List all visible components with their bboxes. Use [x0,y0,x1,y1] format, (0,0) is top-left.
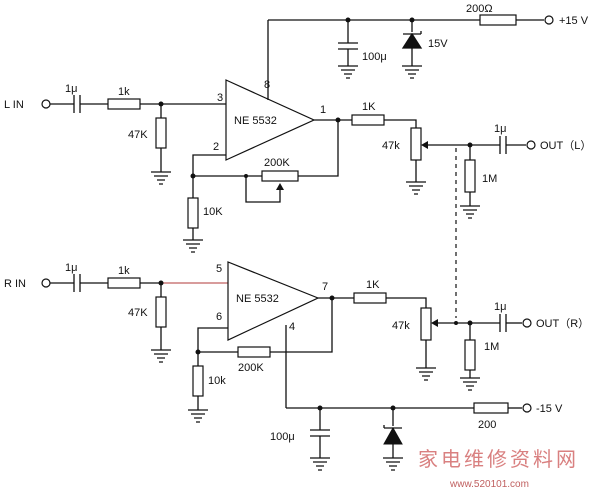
capacitor-input-left [73,95,81,113]
opamp-left [225,79,316,161]
label-left-out: OUT（L） [540,139,591,152]
resistor-bias-left [155,117,167,149]
watermark-url: www.520101.com [449,479,529,490]
label-right-in: R IN [4,278,26,290]
zener-diode-negative [383,408,403,471]
resistor-feedback-right [237,346,271,358]
pin-1: 1 [320,104,326,116]
resistor-output-left [351,114,385,126]
pin-8: 8 [264,79,270,91]
resistor-bias-right [155,296,167,328]
label-chip-bottom: NE 5532 [236,293,279,305]
resistor-output-right [353,292,387,304]
label-cap-out-right: 1μ [494,301,506,313]
capacitor-input-right [73,274,81,292]
resistor-load-right [464,339,476,371]
terminal-positive-supply [544,15,554,25]
label-res-supply-pos: 200Ω [466,3,493,15]
potentiometer-wiper-left [245,176,281,203]
pin-2: 2 [213,141,219,153]
label-res-load-left: 1M [482,173,497,185]
label-res-in-right: 1k [118,265,130,277]
positive-supply-rail [267,14,554,92]
label-positive-supply: +15 V [559,15,589,27]
label-res-in-left: 1k [118,86,130,98]
potentiometer-feedback-left [261,170,299,182]
label-negative-supply: -15 V [536,403,563,415]
label-res-fbgnd-left: 10K [203,206,223,218]
resistor-input-right [107,277,141,289]
label-zener-pos: 15V [428,38,448,50]
pin-5: 5 [216,263,222,275]
pin-6: 6 [216,311,222,323]
resistor-input-left [107,98,141,110]
capacitor-supply-positive [338,20,358,79]
label-cap-supply-pos: 100μ [362,51,387,63]
label-res-load-right: 1M [484,341,499,353]
terminal-left-out [526,140,536,150]
resistor-feedback-ground-left [187,197,199,229]
label-left-in: L IN [4,99,24,111]
label-cap-out-left: 1μ [494,123,506,135]
potentiometer-output-right [420,307,432,341]
label-res-bias-left: 47K [128,129,148,141]
pin-3: 3 [217,92,223,104]
label-chip-top: NE 5532 [234,115,277,127]
terminal-negative-supply [522,403,532,413]
resistor-load-left [464,159,476,193]
label-res-supply-neg: 200 [478,419,496,431]
terminal-right-in [41,278,51,288]
label-res-fbgnd-right: 10k [208,375,226,387]
negative-supply-rail [286,402,532,471]
pin-4: 4 [289,321,295,333]
resistor-supply-negative [473,402,509,414]
resistor-feedback-ground-right [192,365,204,397]
label-res-fb-right: 200K [238,362,264,374]
label-res-out-right: 1K [366,279,380,291]
terminal-right-out [522,318,532,328]
pin-7: 7 [322,281,328,293]
resistor-supply-positive [479,14,517,26]
label-pot-out-right: 47k [392,320,410,332]
label-pot-fb-left: 200K [264,157,290,169]
left-channel [41,79,536,253]
label-cap-supply-neg: 100μ [270,431,295,443]
label-res-bias-right: 47K [128,307,148,319]
label-cap-in-left: 1μ [65,83,77,95]
watermark-text: 家电维修资料网 [418,447,579,471]
label-right-out: OUT（R） [536,317,589,330]
capacitor-output-left [499,136,507,154]
potentiometer-output-left [410,127,422,161]
capacitor-supply-negative [310,408,330,471]
opamp-right [227,261,320,341]
capacitor-output-right [499,314,507,332]
zener-diode-positive [401,20,423,79]
label-pot-out-left: 47k [382,140,400,152]
label-res-out-left: 1K [362,101,376,113]
label-cap-in-right: 1μ [65,262,77,274]
terminal-left-in [41,99,51,109]
right-channel [41,261,532,423]
